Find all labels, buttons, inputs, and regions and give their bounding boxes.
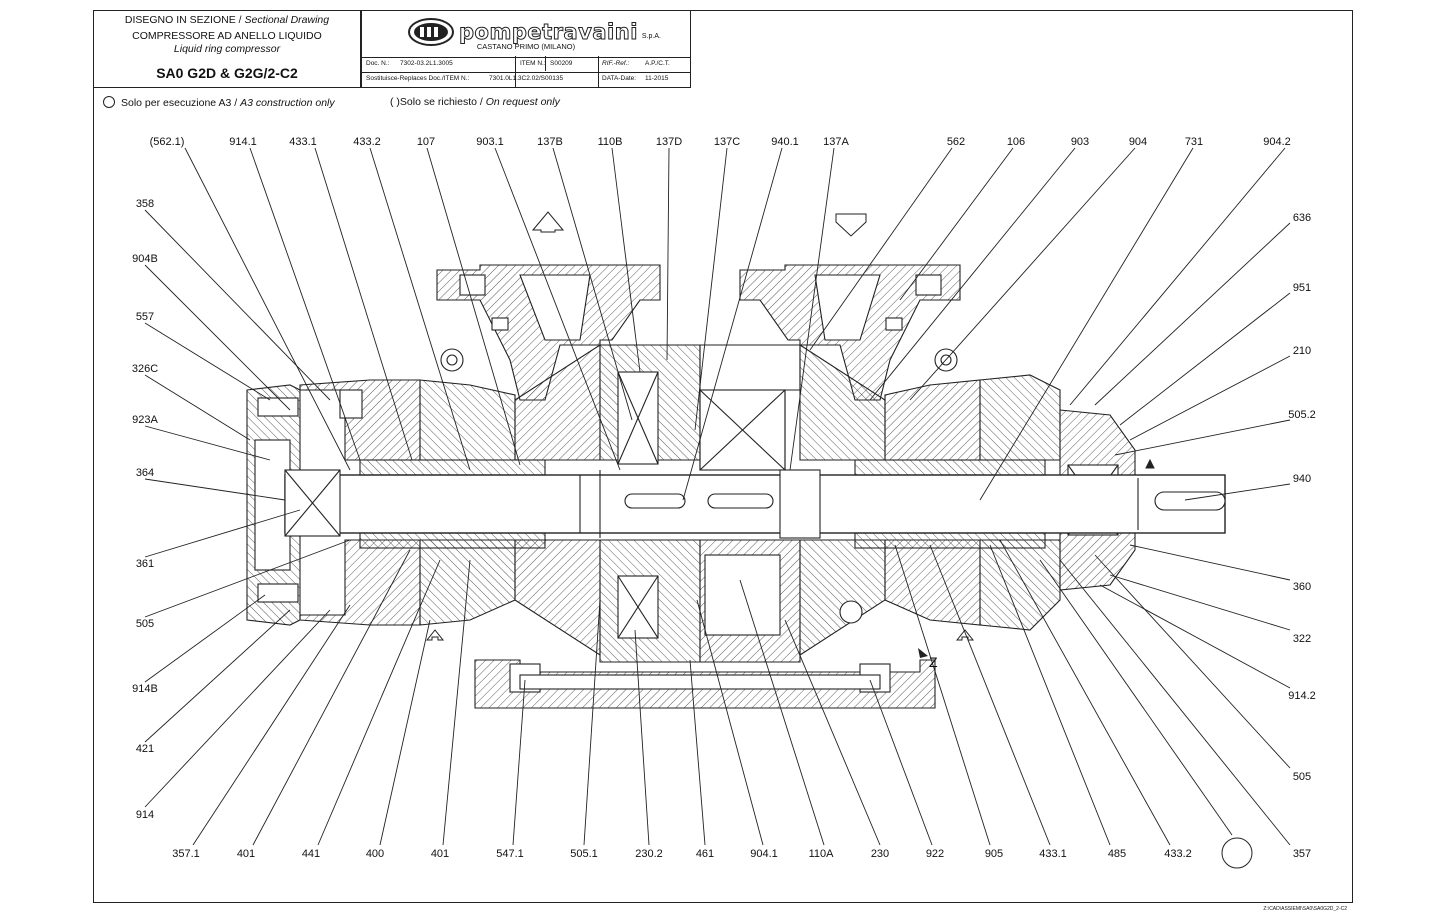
outlet-arrow-icon — [531, 211, 565, 233]
part-label: 110B — [598, 136, 623, 148]
part-label: 951 — [1293, 282, 1311, 294]
model-name: SA0 G2D & G2G/2-C2 — [156, 65, 298, 81]
part-label: 914B — [132, 683, 158, 695]
part-label: 904.1 — [750, 848, 778, 860]
part-label: 137A — [823, 136, 849, 148]
left-part-labels: 358 904B 557 326C 923A 364 361 505 914B 421 914 — [132, 198, 159, 821]
part-label: 505 — [136, 618, 154, 630]
part-label: 360 — [1293, 581, 1311, 593]
part-label: 137C — [714, 136, 740, 148]
title-block: DISEGNO IN SEZIONE / Sectional Drawing C… — [93, 10, 361, 88]
part-label: 562 — [947, 136, 965, 148]
part-label: 110A — [809, 848, 835, 860]
part-label: 904.2 — [1263, 136, 1291, 148]
title-italian: DISEGNO IN SEZIONE — [124, 14, 236, 26]
part-label: 940.1 — [771, 136, 799, 148]
part-label: 914.1 — [229, 136, 257, 148]
replaces-value: 7301.0L1.3C2.02/S00135 — [489, 75, 564, 82]
flow-arrows — [425, 211, 1155, 641]
part-label: 557 — [136, 311, 154, 323]
part-label: 400 — [366, 848, 384, 860]
part-label: 421 — [136, 743, 154, 755]
part-label: 904 — [1129, 136, 1147, 148]
section-arrow-icon — [918, 648, 928, 658]
company-name: pompetravaini — [459, 20, 638, 45]
part-label: 106 — [1007, 136, 1025, 148]
company-block: pompetravaini S.p.A. CASTANO PRIMO (MILA… — [361, 10, 691, 88]
part-label: 210 — [1293, 345, 1311, 357]
doc-info-row: Doc. N.: 7302-03.2L1.3005 ITEM N.: S0020… — [362, 57, 690, 71]
part-label: 357 — [1293, 848, 1311, 860]
part-label: 433.1 — [1039, 848, 1067, 860]
part-label: 230.2 — [635, 848, 663, 860]
part-label: 433.1 — [289, 136, 317, 148]
part-label: 903 — [1071, 136, 1089, 148]
title-subject-english: Liquid ring compressor — [173, 43, 281, 55]
part-label: 137B — [537, 136, 563, 148]
part-label: 322 — [1293, 633, 1311, 645]
part-label: 137D — [656, 136, 682, 148]
part-label: 461 — [696, 848, 714, 860]
part-label: 364 — [136, 467, 154, 479]
company-suffix: S.p.A. — [641, 32, 661, 40]
doc-number: 7302-03.2L1.3005 — [400, 60, 453, 67]
part-label: 433.2 — [1164, 848, 1192, 860]
part-label: 914 — [136, 809, 154, 821]
on-request-circle-icon — [1221, 837, 1253, 869]
part-label: 485 — [1108, 848, 1126, 860]
file-path: Z:\CAD\ASSIEMI\SA0\SA0G2D_2-C2 — [1263, 906, 1347, 912]
top-part-labels: (562.1) 914.1 433.1 433.2 107 903.1 137B 110B 13… — [150, 136, 1291, 148]
part-label: 731 — [1185, 136, 1203, 148]
reference-value: A.P./C.T. — [645, 60, 670, 67]
part-label: 505.2 — [1288, 409, 1316, 421]
right-part-labels: 636 951 210 505.2 940 360 322 914.2 505 — [1288, 212, 1316, 783]
part-label: 923A — [132, 414, 158, 426]
part-label: 903.1 — [476, 136, 504, 148]
part-label: 401 — [237, 848, 255, 860]
compressor-section — [246, 264, 1226, 709]
company-logo: pompetravaini S.p.A. — [407, 17, 661, 47]
part-label: 401 — [431, 848, 449, 860]
part-label: 905 — [985, 848, 1003, 860]
replace-info-row: Sostituisce-Replaces Doc./ITEM N.: 7301.… — [362, 72, 690, 86]
part-label: 547.1 — [496, 848, 524, 860]
part-label: 357.1 — [172, 848, 200, 860]
part-label: 904B — [132, 253, 158, 265]
drawing-frame — [93, 10, 1353, 903]
option-a3: Solo per esecuzione A3 / A3 construction… — [103, 96, 335, 109]
up-arrow-icon-right — [955, 629, 975, 641]
option-circle-icon — [103, 96, 115, 108]
part-label: 441 — [302, 848, 320, 860]
rotation-arrow-icon — [1145, 458, 1155, 469]
part-label: (562.1) — [150, 136, 185, 148]
leader-lines — [144, 147, 1291, 846]
company-city: CASTANO PRIMO (MILANO) — [476, 42, 576, 51]
title-subject: COMPRESSORE AD ANELLO LIQUIDO — [132, 30, 322, 42]
part-label: 361 — [136, 558, 154, 570]
date-value: 11-2015 — [645, 75, 669, 82]
part-label: 107 — [417, 136, 435, 148]
part-label: 922 — [926, 848, 944, 860]
title-english: Sectional Drawing — [244, 14, 330, 26]
part-label: 505 — [1293, 771, 1311, 783]
section-marker-z: Z — [929, 654, 938, 670]
part-label: 914.2 — [1288, 690, 1316, 702]
part-label: 940 — [1293, 473, 1311, 485]
part-label: 433.2 — [353, 136, 381, 148]
option-on-request: ( )Solo se richiesto / On request only — [390, 96, 560, 108]
part-label: 326C — [132, 363, 158, 375]
inlet-arrow-icon — [835, 213, 867, 237]
up-arrow-icon-left — [425, 629, 445, 641]
part-label: 358 — [136, 198, 154, 210]
logo-mark-icon — [408, 18, 454, 46]
part-label: 636 — [1293, 212, 1311, 224]
item-number: S00209 — [550, 60, 573, 67]
bottom-part-labels: 357.1 401 441 400 401 547.1 505.1 230.2 461 904.1… — [172, 848, 1311, 860]
part-label: 505.1 — [570, 848, 598, 860]
part-label: 230 — [871, 848, 889, 860]
